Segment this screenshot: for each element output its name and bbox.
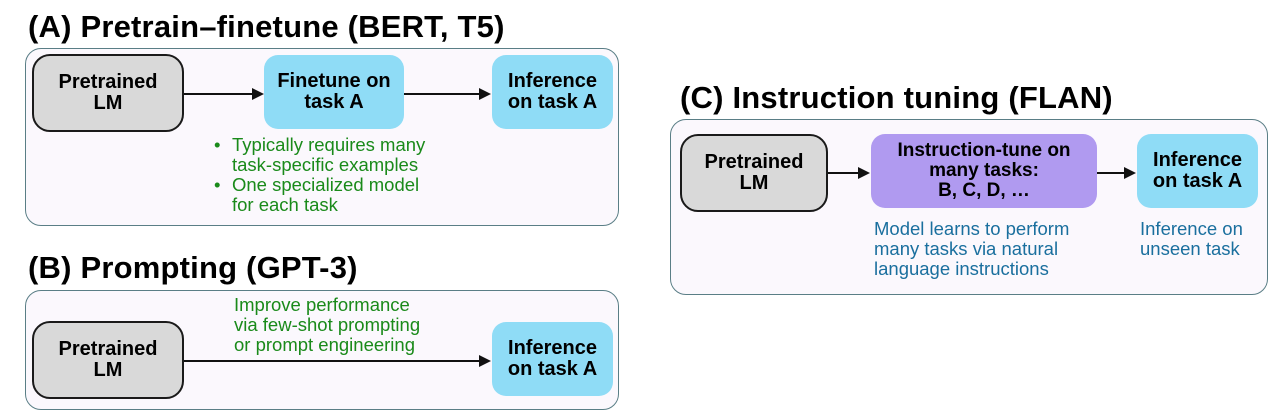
- panel-a-title: (A) Pretrain–finetune (BERT, T5): [28, 9, 505, 44]
- panel-a-arrow-1: [184, 88, 264, 100]
- panel-c-arrow-2: [1097, 167, 1136, 179]
- panel-c-title: (C) Instruction tuning (FLAN): [680, 80, 1113, 115]
- panel-b-arrow: [184, 355, 491, 367]
- panel-a-arrow-2: [404, 88, 491, 100]
- panel-c-arrow-1: [828, 167, 870, 179]
- panel-b-title: (B) Prompting (GPT-3): [28, 250, 358, 285]
